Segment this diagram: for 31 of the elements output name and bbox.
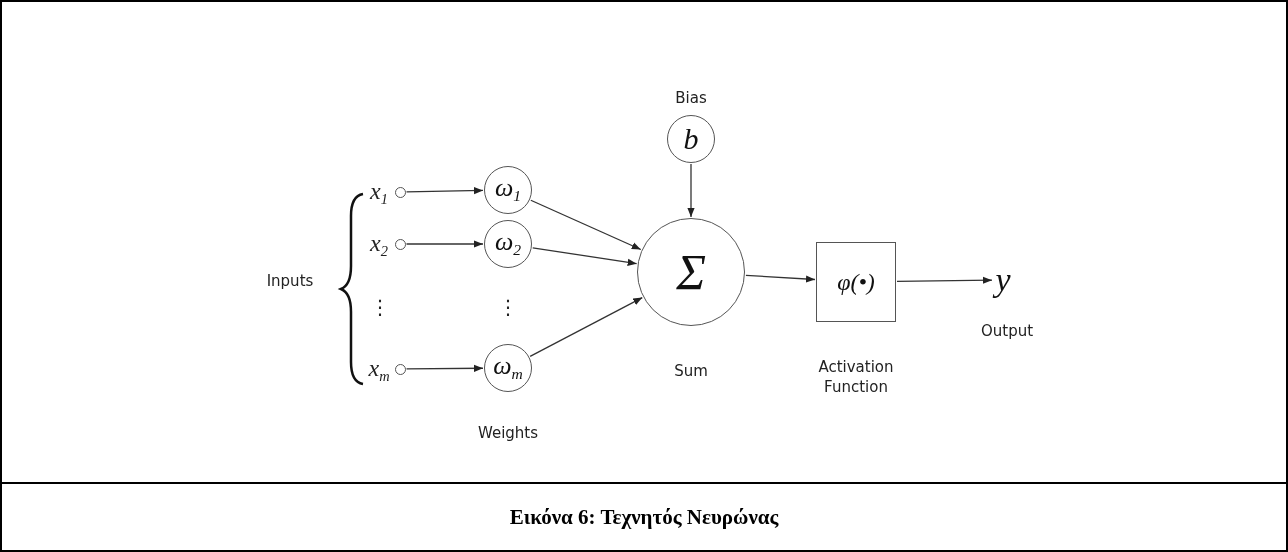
neuron-circle: b <box>667 115 715 163</box>
output-symbol: y <box>993 263 1013 297</box>
arrow <box>405 364 484 372</box>
neuron-circle: Σ <box>637 218 745 326</box>
neuron-circle: ω$_{m}$ <box>484 344 532 392</box>
arrow <box>529 296 643 358</box>
input-terminal <box>394 363 406 375</box>
neuron-circle: ω$_{2}$ <box>484 220 532 268</box>
arrow <box>405 187 484 195</box>
input-symbol: x$_{1}$ <box>368 176 389 209</box>
node-caption: Activation Function <box>817 357 895 397</box>
input-symbol: x$_{2}$ <box>368 228 389 261</box>
input-symbol: x$_{m}$ <box>367 353 391 386</box>
input-terminal <box>394 186 406 198</box>
neuron-circle: ω$_{1}$ <box>484 166 532 214</box>
node-caption: Bias <box>674 89 708 109</box>
ellipsis: ⋮ <box>498 294 518 320</box>
arrow <box>745 274 816 283</box>
ellipsis: ⋮ <box>370 294 390 320</box>
arrow <box>530 199 642 251</box>
arrow <box>532 247 638 266</box>
arrow <box>687 163 695 218</box>
weights-label: Weights <box>476 424 540 444</box>
arrow <box>405 240 484 248</box>
figure-caption: Εικόνα 6: Τεχνητός Νευρώνας <box>509 504 779 530</box>
node-caption: Output <box>979 322 1035 342</box>
node-caption: Sum <box>673 362 709 382</box>
input-terminal <box>394 238 406 250</box>
inputs-label: Inputs <box>265 272 315 292</box>
arrow <box>896 276 993 284</box>
activation-box: φ(•) <box>816 242 896 322</box>
